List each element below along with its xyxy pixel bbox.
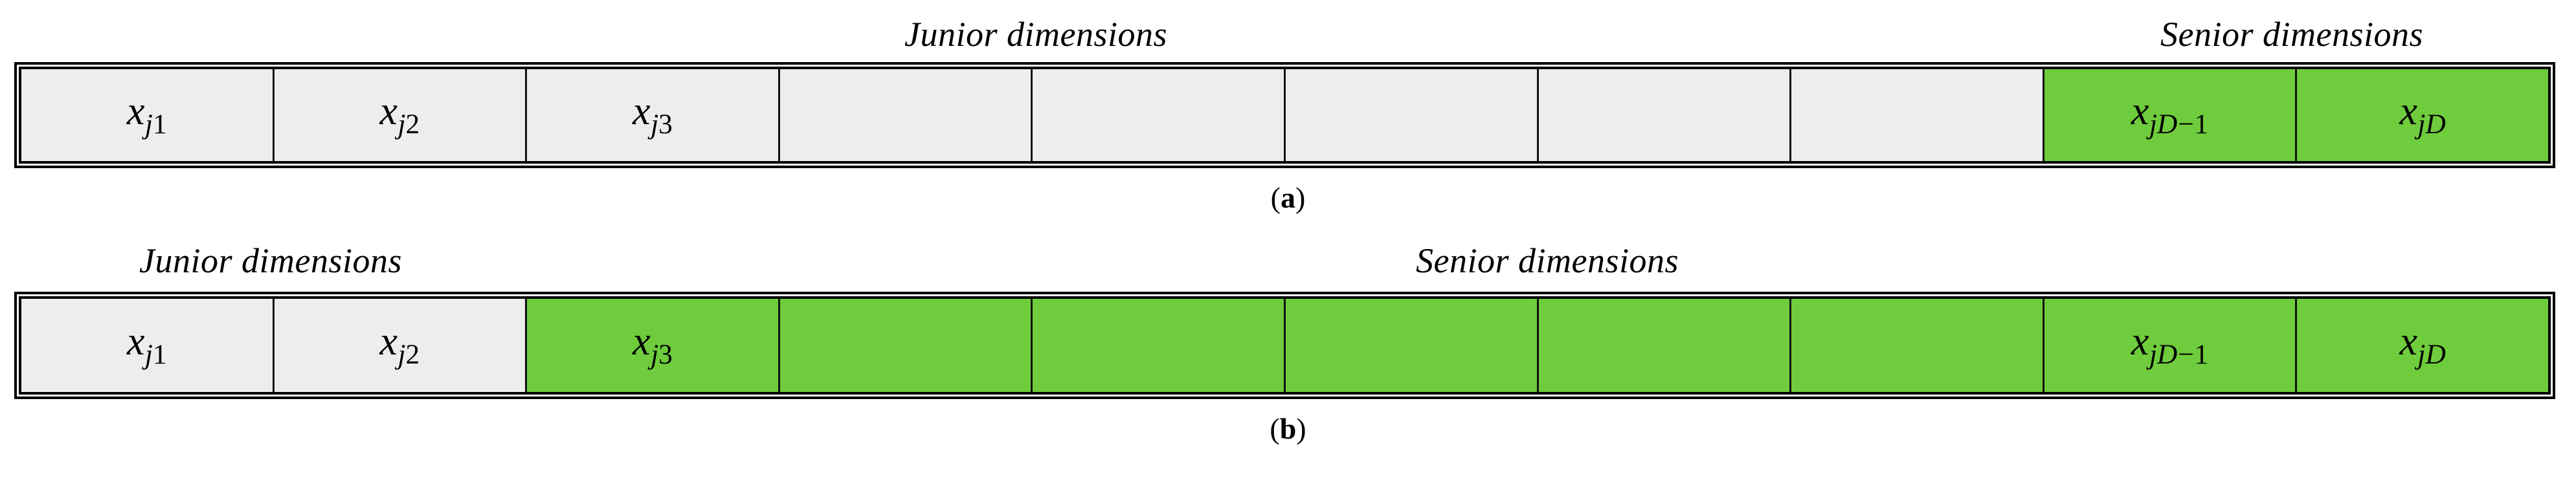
panel-a-dimension-group-label: Junior dimensions <box>904 15 1167 54</box>
dimension-variable-label: xj3 <box>633 89 673 140</box>
panel-b-caption: (b) <box>0 411 2576 447</box>
panel-a-cell-6 <box>1285 69 1539 161</box>
panel-b-dimension-group-label: Junior dimensions <box>139 241 402 280</box>
dimension-variable-label: xj2 <box>379 89 420 140</box>
panel-b-dimension-group-label: Senior dimensions <box>1416 241 1679 280</box>
caption-a-open-paren: ( <box>1270 181 1281 214</box>
panel-a-cell-9: xjD−1 <box>2044 69 2298 161</box>
panel-b-cell-9: xjD−1 <box>2044 299 2298 392</box>
panel-a-cell-1: xj1 <box>21 69 274 161</box>
dimension-variable-label: xjD <box>2399 320 2446 371</box>
dimension-variable-label: xj3 <box>633 320 673 371</box>
caption-a-close-paren: ) <box>1295 181 1306 214</box>
panel-a-cell-5 <box>1033 69 1286 161</box>
panel-b-cell-1: xj1 <box>21 299 274 392</box>
caption-a-letter: a <box>1281 181 1295 214</box>
panel-b-cell-6 <box>1285 299 1539 392</box>
panel-b-cell-5 <box>1033 299 1286 392</box>
panel-a-cell-2: xj2 <box>274 69 528 161</box>
panel-b-cell-3: xj3 <box>527 299 780 392</box>
caption-b-close-paren: ) <box>1296 412 1306 445</box>
caption-b-open-paren: ( <box>1270 412 1280 445</box>
dimension-variable-label: xjD <box>2399 89 2446 140</box>
panel-a-cell-10: xjD <box>2297 69 2548 161</box>
dimension-variable-label: xj1 <box>126 320 167 371</box>
dimension-variable-label: xj2 <box>379 320 420 371</box>
panel-a-cell-3: xj3 <box>527 69 780 161</box>
panel-a-label-layer: Junior dimensions Senior dimensions <box>0 6 2576 62</box>
panel-b-cell-2: xj2 <box>274 299 528 392</box>
panel-a-caption: (a) <box>0 180 2576 216</box>
caption-b-letter: b <box>1279 412 1297 445</box>
dimension-variable-label: xjD−1 <box>2131 89 2209 140</box>
panel-b-cell-10: xjD <box>2297 299 2548 392</box>
panel-a-cell-4 <box>779 69 1033 161</box>
dimension-variable-label: xjD−1 <box>2131 320 2209 371</box>
panel-b-label-layer: Junior dimensions Senior dimensions <box>0 233 2576 288</box>
panel-a-dimension-group-label: Senior dimensions <box>2160 15 2423 54</box>
panel-a-cell-7 <box>1538 69 1792 161</box>
dimension-variable-label: xj1 <box>126 89 167 140</box>
panel-b-cell-8 <box>1791 299 2044 392</box>
panel-b-dimension-bar: xj1 xj2 xj3 xjD−1 xjD <box>14 292 2555 399</box>
panel-b-cell-4 <box>779 299 1033 392</box>
panel-a-dimension-bar: xj1 xj2 xj3 xjD−1 xjD <box>14 62 2555 168</box>
panel-b-cell-7 <box>1538 299 1792 392</box>
panel-a-cell-row: xj1 xj2 xj3 xjD−1 xjD <box>19 67 2551 164</box>
panel-b-cell-row: xj1 xj2 xj3 xjD−1 xjD <box>19 296 2551 395</box>
panel-a-cell-8 <box>1791 69 2044 161</box>
